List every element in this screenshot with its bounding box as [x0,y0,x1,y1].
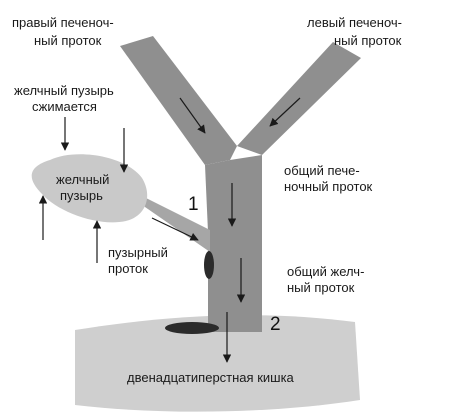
label-right-hepatic-duct: правый печеноч- ный проток [12,15,117,48]
gallbladder [31,154,148,223]
flow-arrow-cystic [151,217,199,241]
label-left-hepatic-duct: левый печеноч- ный проток [307,15,406,48]
label-cystic-duct: пузырный проток [108,245,171,276]
label-duodenum: двенадцатиперстная кишка [127,370,295,385]
marker-1: 1 [188,194,199,215]
flow-arrow-right-hepatic [179,97,206,134]
label-common-hepatic-duct: общий пече- ночный проток [284,163,373,194]
label-gallbladder-contracts: желчный пузырь сжимается [14,83,117,114]
common-bile-duct [208,230,262,332]
label-common-bile-duct: общий желч- ный проток [287,264,368,295]
marker-2: 2 [270,314,281,335]
oddi-sphincter [165,322,219,334]
common-hepatic-duct [205,155,262,232]
label-gallbladder: желчный пузырь [56,172,113,203]
duodenum [75,315,360,412]
cystic-sphincter [204,251,214,279]
right-hepatic-duct [120,36,237,165]
flow-arrow-left-hepatic [269,97,301,127]
